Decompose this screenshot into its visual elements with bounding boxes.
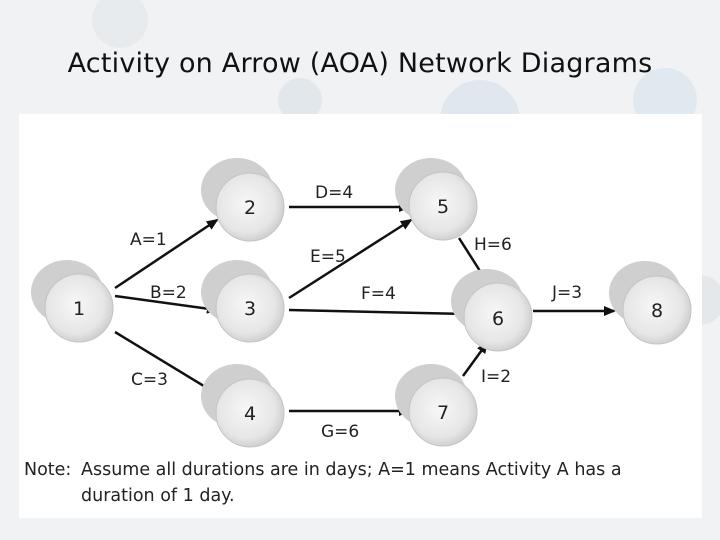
edge-a-label: A=1 — [130, 230, 167, 250]
node-5: 5 — [395, 158, 478, 241]
node-6: 6 — [451, 269, 533, 352]
edge-b — [114, 294, 219, 314]
node-1: 1 — [31, 260, 114, 343]
note-line-2: duration of 1 day. — [81, 486, 235, 506]
edge-e-label: E=5 — [310, 247, 346, 267]
edge-f-label: F=4 — [361, 284, 396, 304]
edge-c-label: C=3 — [131, 370, 168, 390]
node-2: 2 — [201, 158, 285, 242]
edge-a — [114, 218, 219, 290]
edge-e — [288, 218, 413, 300]
node-7-label: 7 — [437, 402, 449, 424]
edge-j-label: J=3 — [551, 283, 582, 303]
node-4-label: 4 — [244, 403, 256, 425]
edge-c — [114, 330, 219, 396]
node-5-label: 5 — [437, 196, 449, 218]
node-7: 7 — [395, 364, 478, 447]
node-8: 8 — [609, 261, 692, 345]
node-3-label: 3 — [244, 298, 256, 320]
slide-title: Activity on Arrow (AOA) Network Diagrams — [67, 48, 653, 79]
edge-i — [461, 341, 489, 377]
edge-b-label: B=2 — [150, 283, 187, 303]
node-1-label: 1 — [73, 298, 85, 320]
edge-i-label: I=2 — [481, 367, 511, 387]
node-3: 3 — [201, 260, 285, 343]
edge-g-label: G=6 — [321, 422, 359, 442]
edge-h-label: H=6 — [474, 235, 512, 255]
diagram-panel — [19, 114, 702, 518]
node-6-label: 6 — [492, 308, 504, 330]
edges — [114, 202, 616, 416]
node-8-label: 8 — [651, 300, 663, 322]
note-line-1: Assume all durations are in days; A=1 me… — [81, 460, 622, 480]
edge-d-label: D=4 — [315, 183, 353, 203]
aoa-network-diagram: 1 2 3 4 5 6 7 8 A=1 B=2 C=3 D=4 E=5 F=4 — [31, 158, 692, 448]
node-4: 4 — [201, 364, 285, 448]
note-label: Note: — [24, 460, 72, 480]
node-2-label: 2 — [244, 197, 256, 219]
edge-f — [288, 308, 469, 319]
